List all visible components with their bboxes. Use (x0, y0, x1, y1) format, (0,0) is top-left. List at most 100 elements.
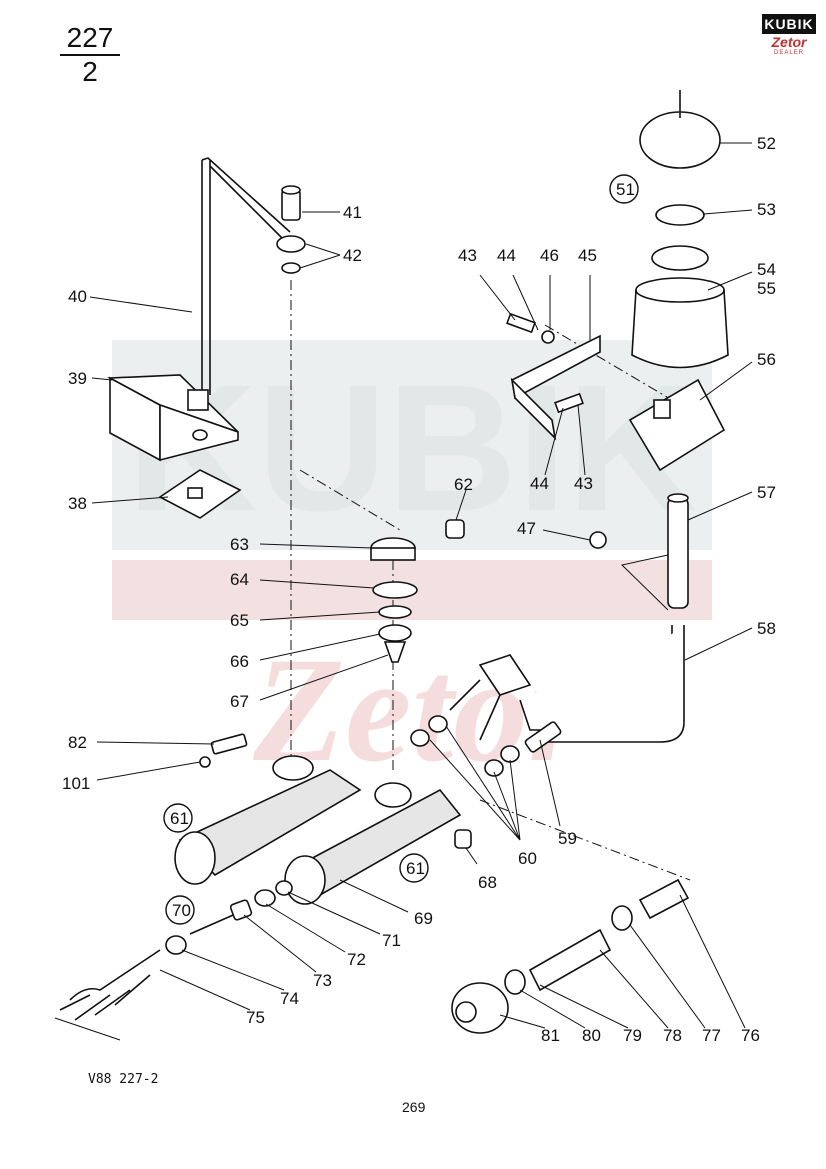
leader-60 (429, 725, 521, 841)
label-61-right: 61 (406, 859, 425, 878)
washer-101 (199, 756, 211, 768)
circle-51 (609, 174, 639, 204)
label-56: 56 (757, 350, 776, 369)
adapter-63-body (370, 547, 416, 561)
cylinder-69-port (374, 782, 412, 808)
seal-ring-42a (276, 235, 306, 253)
label-68: 68 (478, 873, 497, 892)
leader-lines (54, 142, 753, 1041)
label-55: 55 (757, 279, 776, 298)
leader-42a (305, 243, 341, 256)
piston-79-78 (528, 928, 612, 992)
axis-line-piston (479, 799, 691, 881)
union-59 (524, 721, 562, 753)
label-61-left: 61 (170, 809, 189, 828)
leader-39 (91, 377, 113, 381)
banjo-bolt-41-head (281, 185, 301, 195)
piston-73 (229, 899, 253, 921)
seal-77 (611, 905, 633, 931)
reservoir-cap-52 (639, 111, 721, 169)
ring-65 (378, 605, 412, 619)
label-53: 53 (757, 200, 776, 219)
label-72: 72 (347, 950, 366, 969)
leader-66 (259, 633, 381, 661)
label-65: 65 (230, 611, 249, 630)
label-76: 76 (741, 1026, 760, 1045)
label-74: 74 (280, 989, 299, 1008)
spring-67 (383, 641, 407, 663)
leader-75 (159, 969, 251, 1011)
circle-61b (399, 853, 429, 883)
leader-80 (519, 989, 586, 1029)
screw-43-bottom (554, 392, 584, 414)
cup-74 (165, 935, 187, 955)
cap-81-hole (455, 1001, 477, 1023)
hose-57-end (667, 493, 689, 503)
leader-68 (465, 847, 478, 865)
t-fitting (478, 654, 532, 696)
leader-53 (703, 209, 753, 215)
leader-77 (629, 924, 706, 1029)
label-60: 60 (518, 849, 537, 868)
seal-64 (372, 581, 418, 599)
label-82: 82 (68, 733, 87, 752)
label-44-top: 44 (497, 246, 516, 265)
leader-101 (96, 761, 201, 781)
label-42: 42 (343, 246, 362, 265)
pushrod (189, 911, 241, 935)
label-52: 52 (757, 134, 776, 153)
label-40: 40 (68, 287, 87, 306)
label-101: 101 (62, 774, 90, 793)
leader-62 (455, 489, 467, 521)
label-44-bottom: 44 (530, 474, 549, 493)
label-75: 75 (246, 1008, 265, 1027)
reservoir-55-neck (635, 277, 725, 303)
bolt-82 (210, 733, 248, 755)
leader-65 (259, 611, 381, 621)
seal-60b (428, 715, 448, 733)
leader-47 (542, 529, 591, 541)
leader-74 (181, 949, 285, 991)
leader-59 (539, 739, 561, 827)
seal-60a (410, 729, 430, 747)
seal-60c (484, 759, 504, 777)
label-78: 78 (663, 1026, 682, 1045)
label-81: 81 (541, 1026, 560, 1045)
fraction-bar (60, 54, 120, 56)
leader-78 (599, 949, 669, 1029)
leader-58 (684, 627, 753, 661)
leader-72 (265, 903, 346, 953)
label-62: 62 (454, 475, 473, 494)
label-80: 80 (582, 1026, 601, 1045)
cylinder-61-left-end (174, 831, 216, 885)
spring-guide-76 (638, 878, 690, 920)
leader-40 (89, 296, 193, 313)
leader-44b (544, 407, 564, 476)
leader-44a (512, 274, 539, 331)
seal-80 (504, 969, 526, 995)
label-47: 47 (517, 519, 536, 538)
clamp-56 (628, 378, 726, 472)
leader-82 (96, 741, 215, 745)
label-59: 59 (558, 829, 577, 848)
screw-43-top (506, 312, 536, 334)
circle-61a (163, 803, 193, 833)
page-footer-number: 269 (402, 1099, 426, 1115)
clamp-56-tab (653, 399, 671, 419)
bracket-39-hole (192, 429, 208, 441)
label-67: 67 (230, 692, 249, 711)
pipe-58-edge (525, 625, 685, 743)
washer-46 (541, 330, 555, 344)
spring-75 (69, 949, 161, 1001)
hose-clip-47 (589, 531, 607, 549)
pipe-nut (187, 389, 209, 411)
leader-64 (259, 579, 375, 589)
leader-38 (91, 496, 169, 504)
spring-75-coils (59, 974, 151, 1021)
label-69: 69 (414, 909, 433, 928)
cylinder-61-left-port (272, 755, 314, 781)
label-66: 66 (230, 652, 249, 671)
brand-logo: KUBIK Zetor DEALER (762, 14, 816, 62)
brake-pipe-40 (201, 157, 291, 395)
label-45: 45 (578, 246, 597, 265)
